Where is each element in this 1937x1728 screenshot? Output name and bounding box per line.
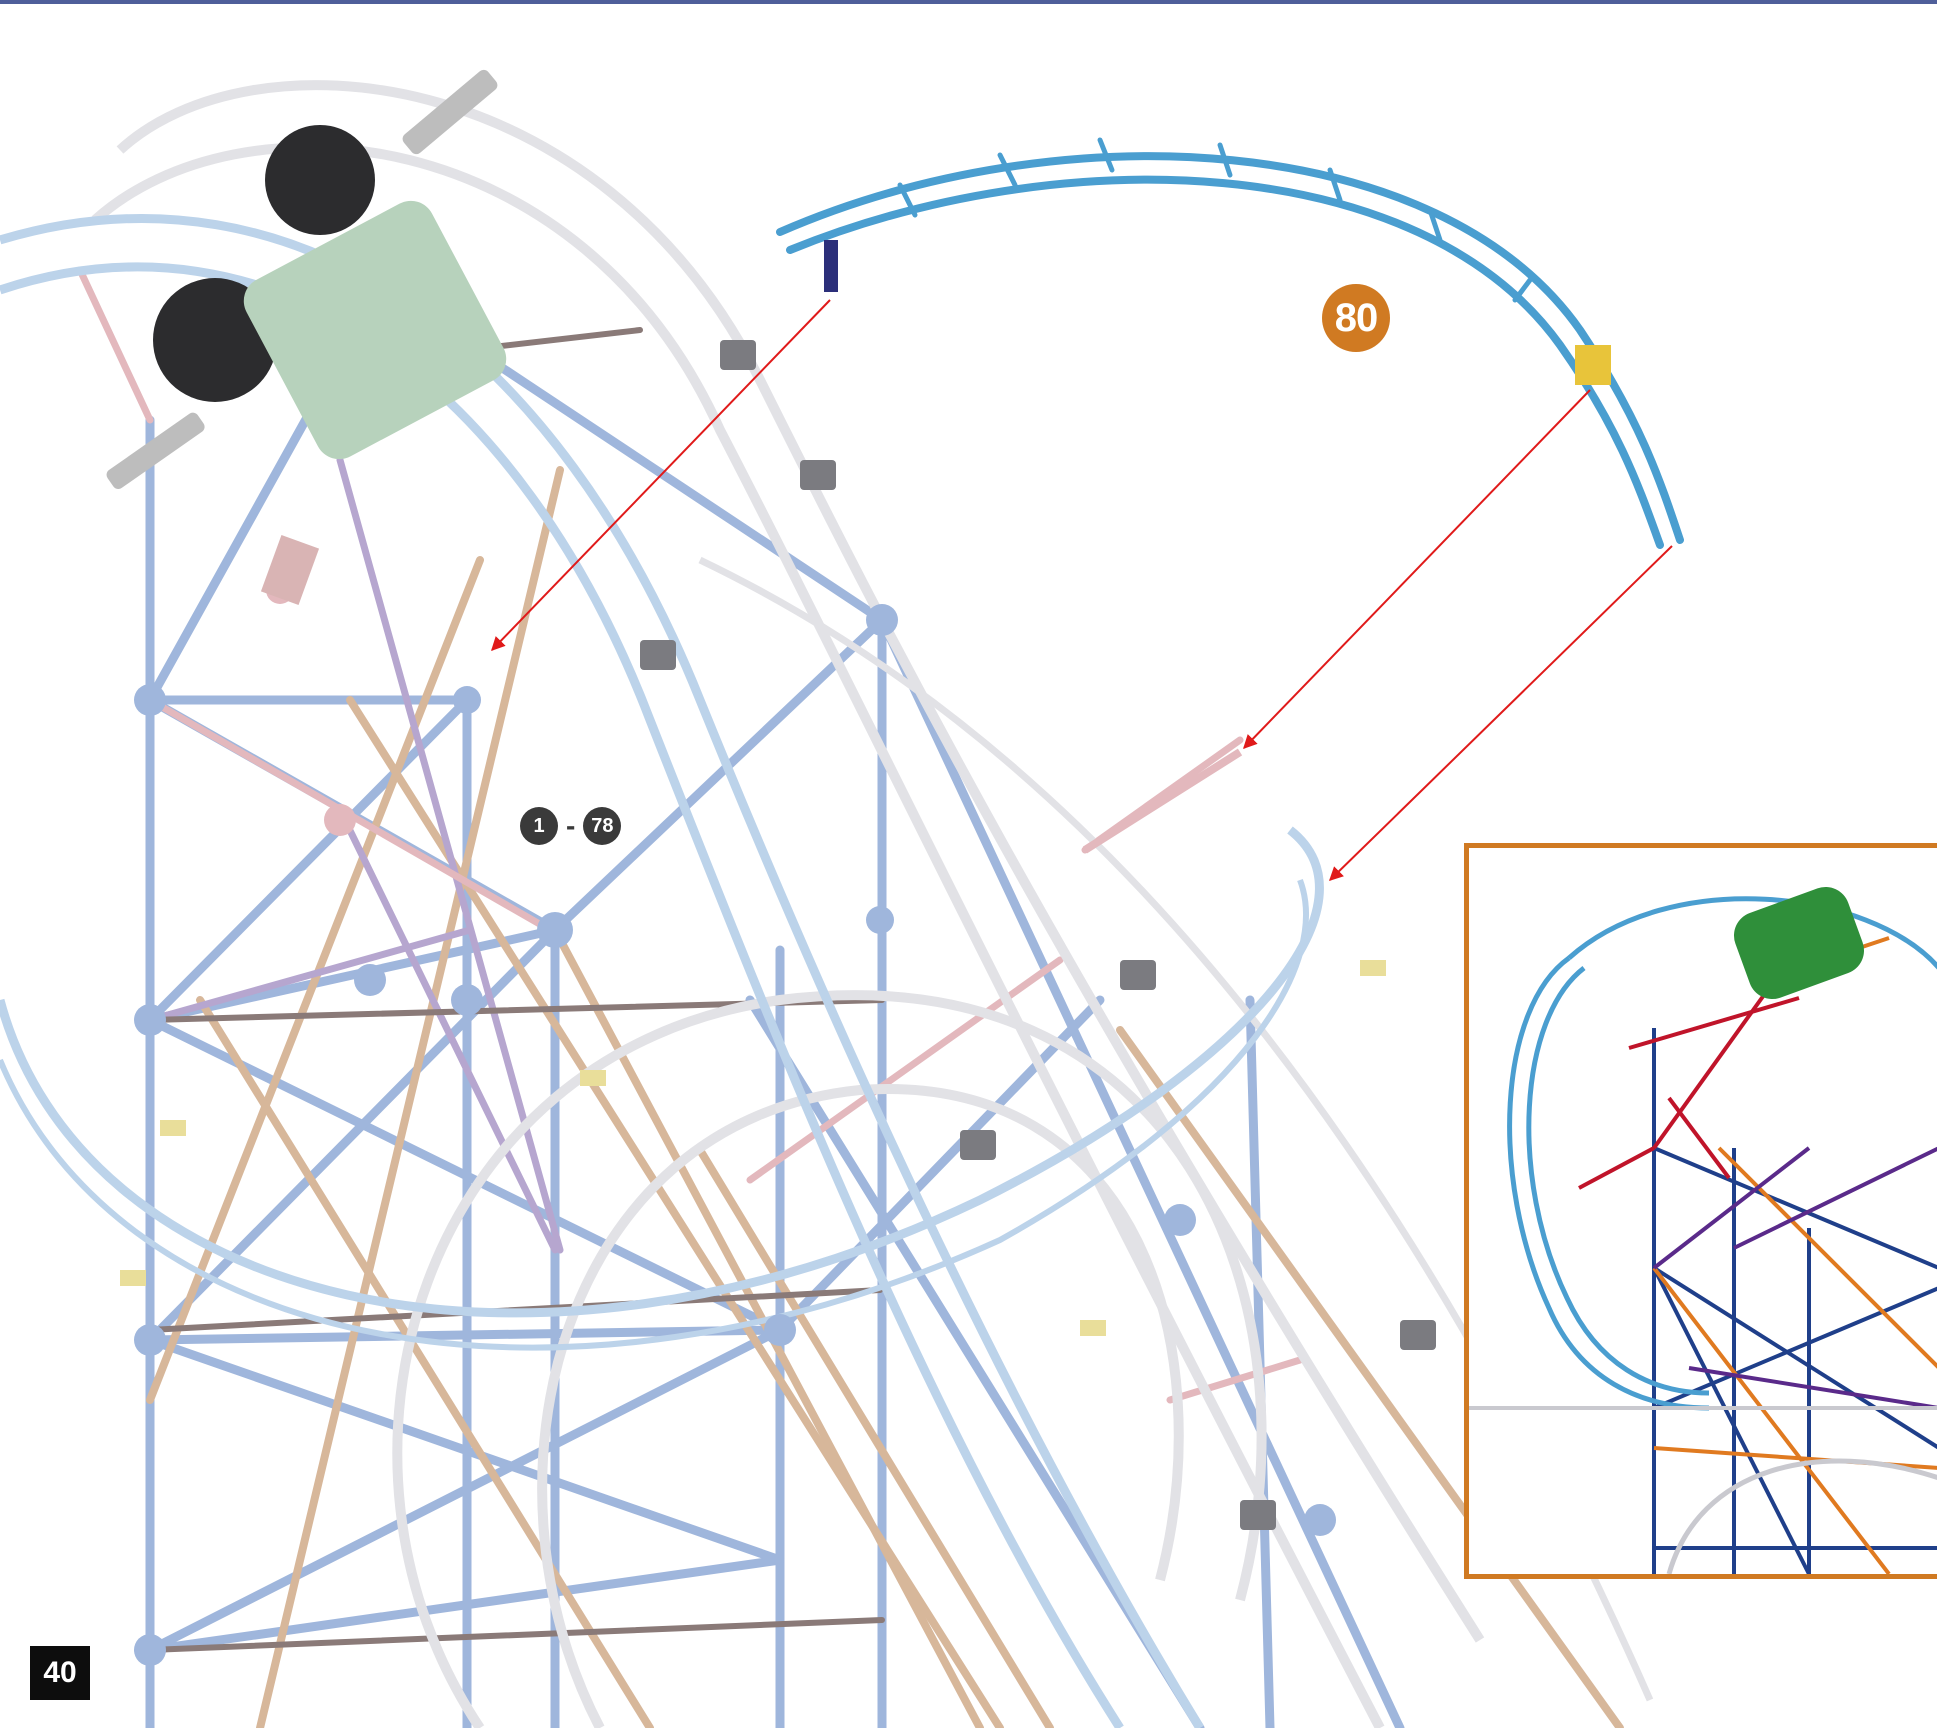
support-rods-tan: [146, 466, 1624, 1728]
rod-target: [1082, 748, 1243, 854]
motor-assembly: [106, 69, 507, 606]
page-number: 40: [30, 1646, 90, 1700]
attach-arrows: [491, 299, 1673, 881]
step-range-start: 1: [520, 807, 558, 845]
coaster-track-white: [91, 80, 1654, 1728]
completed-view-inset: [1464, 843, 1937, 1579]
step-range: 1 - 78: [520, 806, 622, 846]
step-number-badge: 80: [1322, 284, 1390, 352]
top-rule: [0, 0, 1937, 4]
connectors: [120, 340, 1436, 1666]
inset-illustration: [1469, 886, 1937, 1574]
step-range-separator: -: [566, 810, 576, 841]
new-track-piece: [776, 137, 1684, 549]
step-range-end: 78: [583, 807, 622, 845]
